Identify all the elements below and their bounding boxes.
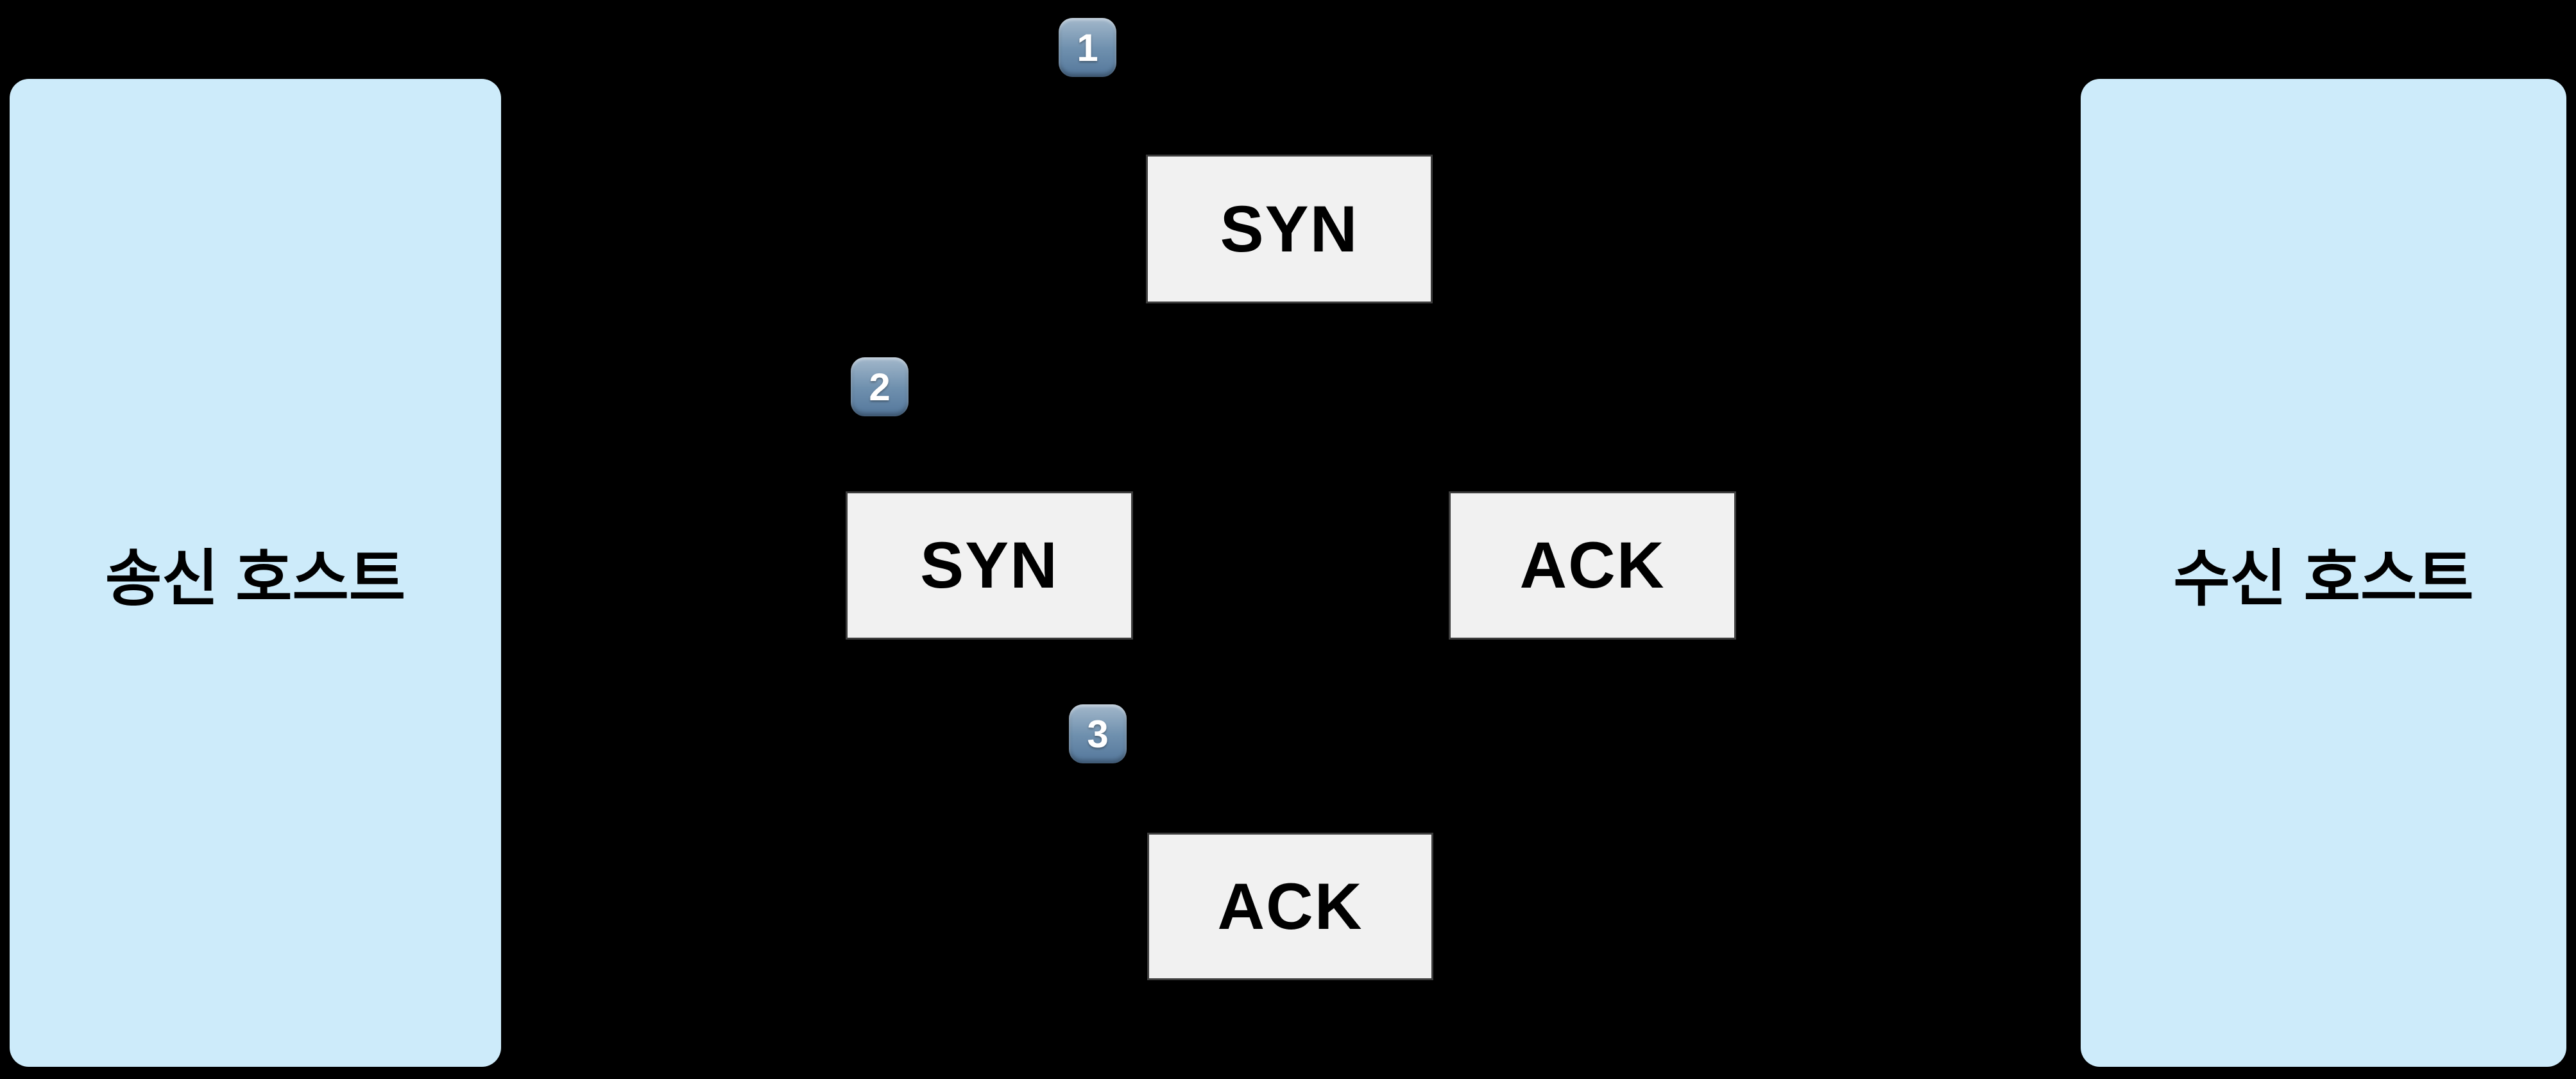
message-label-syn-step1: SYN [1220, 192, 1359, 266]
receiver-host-label: 수신 호스트 [2173, 544, 2474, 613]
sender-host-panel: 송신 호스트 [10, 79, 501, 1067]
step-3-number: 3 [1087, 712, 1109, 756]
step-1-number: 1 [1077, 26, 1098, 69]
step-2-number: 2 [869, 365, 891, 409]
message-label-ack-step3: ACK [1217, 869, 1363, 943]
keycap-2-icon: 2 [851, 357, 908, 416]
message-box-syn-step1: SYN [1146, 155, 1433, 303]
receiver-host-panel: 수신 호스트 [2081, 79, 2566, 1067]
sender-host-label: 송신 호스트 [105, 544, 406, 613]
keycap-3-icon: 3 [1069, 704, 1127, 763]
message-box-ack-step3: ACK [1147, 833, 1433, 980]
message-box-syn-step2: SYN [846, 491, 1133, 640]
message-box-ack-step2: ACK [1449, 491, 1736, 640]
message-label-syn-step2: SYN [920, 529, 1059, 602]
message-label-ack-step2: ACK [1519, 529, 1666, 602]
keycap-1-icon: 1 [1059, 18, 1116, 77]
